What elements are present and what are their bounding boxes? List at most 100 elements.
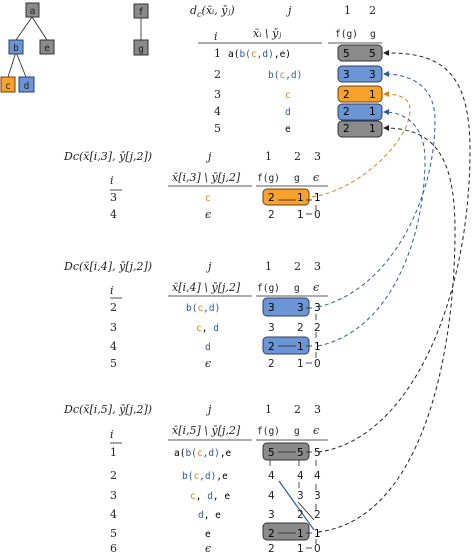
main-row3-v2: 1 (369, 89, 376, 101)
sub3-row2-v1: 4 (268, 470, 275, 482)
tree-node-a-label: a (30, 6, 36, 17)
sub3-i-label: i (110, 428, 114, 441)
sub2-row4-v2: 1 (297, 358, 304, 370)
sub3-row6-expr: ϵ (205, 542, 211, 554)
sub2-row1-v3: 3 (314, 302, 321, 314)
sub3-row3-v2: 3 (297, 490, 304, 502)
sub2-row2-i: 3 (110, 321, 117, 334)
tree-node-f-label: f (138, 7, 144, 18)
sub3-row4-v1: 3 (268, 509, 275, 521)
sub1-row1-box (262, 188, 310, 206)
main-row5-v1: 2 (343, 123, 350, 135)
sub2-row1-v1: 3 (268, 302, 275, 314)
sub3-row6-i: 6 (110, 542, 117, 554)
sub3-eps: ϵ (313, 424, 319, 437)
main-fg-header: f(g) (335, 29, 358, 40)
sub-table-3: Dc(x̄[i,5], ȳ[j,2]) j 1 2 3 i x̄[i,5] \ … (63, 403, 328, 554)
main-row1-box (337, 44, 383, 62)
main-row1-i: 1 (214, 47, 221, 60)
sub2-row3-v2: 1 (297, 341, 304, 353)
main-j-label: j (285, 4, 292, 17)
sub3-row2-v2: 4 (297, 470, 304, 482)
sub3-row5-expr: e (205, 529, 211, 540)
main-row5-box (337, 120, 383, 138)
sub3-header-expr: x̄[i,5] \ ȳ[j,2] (172, 424, 241, 437)
main-i-label: i (214, 30, 218, 43)
tree-node-e-label: e (44, 43, 50, 54)
sub2-row3-i: 4 (110, 340, 117, 353)
main-xy-header: x̄ᵢ \ ȳⱼ (253, 27, 281, 40)
main-row5-expr: e (285, 124, 291, 135)
main-row4-box (337, 103, 383, 121)
sub2-row2-v2: 2 (297, 322, 304, 334)
sub2-row3-box (262, 336, 310, 355)
sub2-title: Dc(x̄[i,4], ȳ[j,2]) (63, 260, 152, 273)
sub2-j-label: j (205, 260, 212, 273)
sub2-fg: f(g) (257, 283, 280, 294)
sub3-row4-v2: 2 (297, 509, 304, 521)
main-table: dc(x̄ᵢ, ȳⱼ) j 1 2 i x̄ᵢ \ ȳⱼ f(g) g 1 a(… (190, 4, 383, 138)
sub3-row4-v3: 2 (314, 509, 321, 521)
sub2-c3: 3 (314, 260, 321, 273)
sub3-row4-expr: d, e (198, 510, 221, 521)
sub2-row4-v1: 2 (268, 358, 275, 370)
sub1-j-label: j (205, 150, 212, 163)
sub3-g: g (294, 426, 300, 437)
sub3-row5-box (262, 522, 310, 541)
sub3-j-label: j (205, 403, 212, 416)
sub3-row5-v2: 1 (297, 528, 304, 540)
sub3-title: Dc(x̄[i,5], ȳ[j,2]) (63, 403, 152, 416)
main-g-header: g (370, 29, 376, 40)
main-row1-v2: 5 (369, 48, 376, 60)
sub3-c2: 2 (294, 403, 301, 416)
sub3-row3-v1: 4 (268, 490, 275, 502)
sub3-row4-i: 4 (110, 508, 117, 521)
main-row2-box (337, 65, 383, 83)
sub3-row3-i: 3 (110, 489, 117, 502)
sub3-row2-v3: 4 (314, 470, 321, 482)
arrow-blue-bcd (317, 71, 436, 308)
sub3-row5-v3: 1 (314, 528, 321, 540)
sub1-g: g (294, 173, 300, 184)
main-row2-expr: b(c,d) (268, 70, 302, 81)
sub2-row1-i: 2 (110, 301, 117, 314)
sub1-c1: 1 (265, 150, 272, 163)
sub2-row3-expr: d (205, 342, 211, 353)
sub3-row1-v1: 5 (268, 447, 275, 459)
main-row4-v1: 2 (343, 106, 350, 118)
main-j1: 1 (344, 4, 351, 17)
sub3-row5-v1: 2 (268, 528, 275, 540)
sub1-row2-expr: ϵ (205, 208, 211, 221)
sub3-row1-v3: 5 (314, 447, 321, 459)
main-row3-v1: 2 (343, 89, 350, 101)
sub3-row6-v3: 0 (314, 543, 321, 554)
sub3-row6-v1: 2 (268, 543, 275, 554)
main-row2-v2: 3 (369, 69, 376, 81)
main-row1-expr: a(b(c,d),e) (228, 49, 291, 60)
sub3-c1: 1 (265, 403, 272, 416)
sub2-row3-v1: 2 (268, 341, 275, 353)
main-row4-v2: 1 (369, 106, 376, 118)
sub3-row1-v2: 5 (297, 447, 304, 459)
sub3-row1-i: 1 (110, 446, 117, 459)
tree-node-d-label: d (24, 81, 30, 92)
sub2-c1: 1 (265, 260, 272, 273)
sub1-row1-expr: c (205, 193, 211, 204)
sub2-row2-expr: c, d (196, 323, 219, 334)
sub2-row3-v3: 1 (314, 341, 321, 353)
sub1-row2-v2: 1 (297, 209, 304, 221)
tree-node-g-label: g (138, 44, 144, 55)
tree-node-e (39, 39, 55, 55)
sub3-row2-expr: b(c,d),e (182, 471, 228, 482)
sub3-row6-v2: 1 (297, 543, 304, 554)
sub3-row5-i: 5 (110, 527, 117, 540)
sub1-c2: 2 (294, 150, 301, 163)
tree-y: f g (133, 3, 149, 56)
main-row1-v1: 5 (343, 48, 350, 60)
sub3-c3: 3 (314, 403, 321, 416)
sub1-row2-i: 4 (110, 208, 117, 221)
main-row4-i: 4 (214, 105, 221, 118)
tree-x: a b e c d (0, 2, 55, 93)
